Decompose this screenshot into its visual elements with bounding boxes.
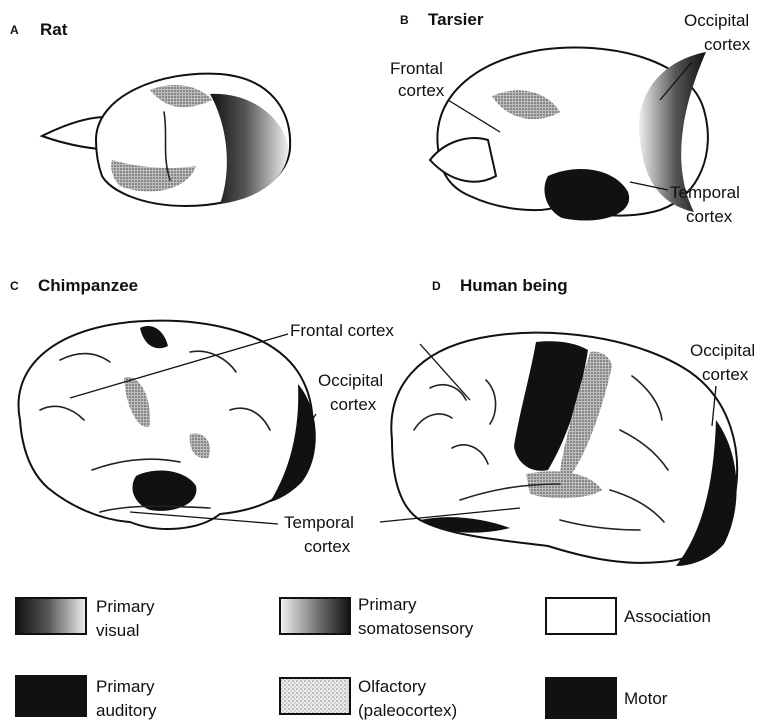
- panel-b-title: Tarsier: [428, 10, 484, 29]
- panel-c-chimpanzee: C Chimpanzee Occipital cortex: [10, 276, 383, 529]
- legend-label-visual-2: visual: [96, 621, 139, 640]
- tarsier-frontal-label-2: cortex: [398, 81, 445, 100]
- panel-c-letter: C: [10, 279, 19, 293]
- human-occipital-label-1: Occipital: [690, 341, 755, 360]
- tarsier-frontal-label-1: Frontal: [390, 59, 443, 78]
- legend-swatch-auditory: [16, 676, 86, 716]
- legend-label-olfactory-1: Olfactory: [358, 677, 427, 696]
- legend-label-motor: Motor: [624, 689, 668, 708]
- legend-label-somatosensory-1: Primary: [358, 595, 417, 614]
- panel-d-letter: D: [432, 279, 441, 293]
- tarsier-temporal-label-2: cortex: [686, 207, 733, 226]
- legend-item-auditory: Primary auditory: [16, 676, 157, 720]
- frontal-cortex-label: Frontal cortex: [290, 321, 394, 340]
- chimp-occipital-label-2: cortex: [330, 395, 377, 414]
- human-occipital-label-2: cortex: [702, 365, 749, 384]
- legend-item-visual: Primary visual: [16, 597, 155, 640]
- temporal-label-1: Temporal: [284, 513, 354, 532]
- legend-swatch-motor: [546, 678, 616, 718]
- panel-b-letter: B: [400, 13, 409, 27]
- panel-d-title: Human being: [460, 276, 568, 295]
- chimp-occipital-label-1: Occipital: [318, 371, 383, 390]
- legend-swatch-olfactory: [280, 678, 350, 714]
- panel-a-rat: A Rat: [10, 20, 290, 206]
- legend-label-auditory-1: Primary: [96, 677, 155, 696]
- legend-label-visual-1: Primary: [96, 597, 155, 616]
- panel-a-title: Rat: [40, 20, 68, 39]
- panel-c-title: Chimpanzee: [38, 276, 138, 295]
- legend-swatch-association: [546, 598, 616, 634]
- panel-b-tarsier: B Tarsier Frontal cortex Occipital corte…: [390, 10, 751, 226]
- temporal-label-2: cortex: [304, 537, 351, 556]
- legend: Primary visual Primary somatosensory Ass…: [16, 595, 711, 720]
- legend-label-olfactory-2: (paleocortex): [358, 701, 457, 720]
- legend-item-olfactory: Olfactory (paleocortex): [280, 677, 457, 720]
- legend-label-auditory-2: auditory: [96, 701, 157, 720]
- legend-swatch-somatosensory: [280, 598, 350, 634]
- legend-swatch-visual: [16, 598, 86, 634]
- tarsier-temporal-label-1: Temporal: [670, 183, 740, 202]
- legend-item-association: Association: [546, 598, 711, 634]
- legend-item-somatosensory: Primary somatosensory: [280, 595, 474, 638]
- legend-item-motor: Motor: [546, 678, 668, 718]
- legend-label-association: Association: [624, 607, 711, 626]
- panel-a-letter: A: [10, 23, 19, 37]
- panel-d-human: D Human being Occipital cortex: [391, 276, 755, 566]
- tarsier-occipital-label-1: Occipital: [684, 11, 749, 30]
- legend-label-somatosensory-2: somatosensory: [358, 619, 474, 638]
- tarsier-occipital-label-2: cortex: [704, 35, 751, 54]
